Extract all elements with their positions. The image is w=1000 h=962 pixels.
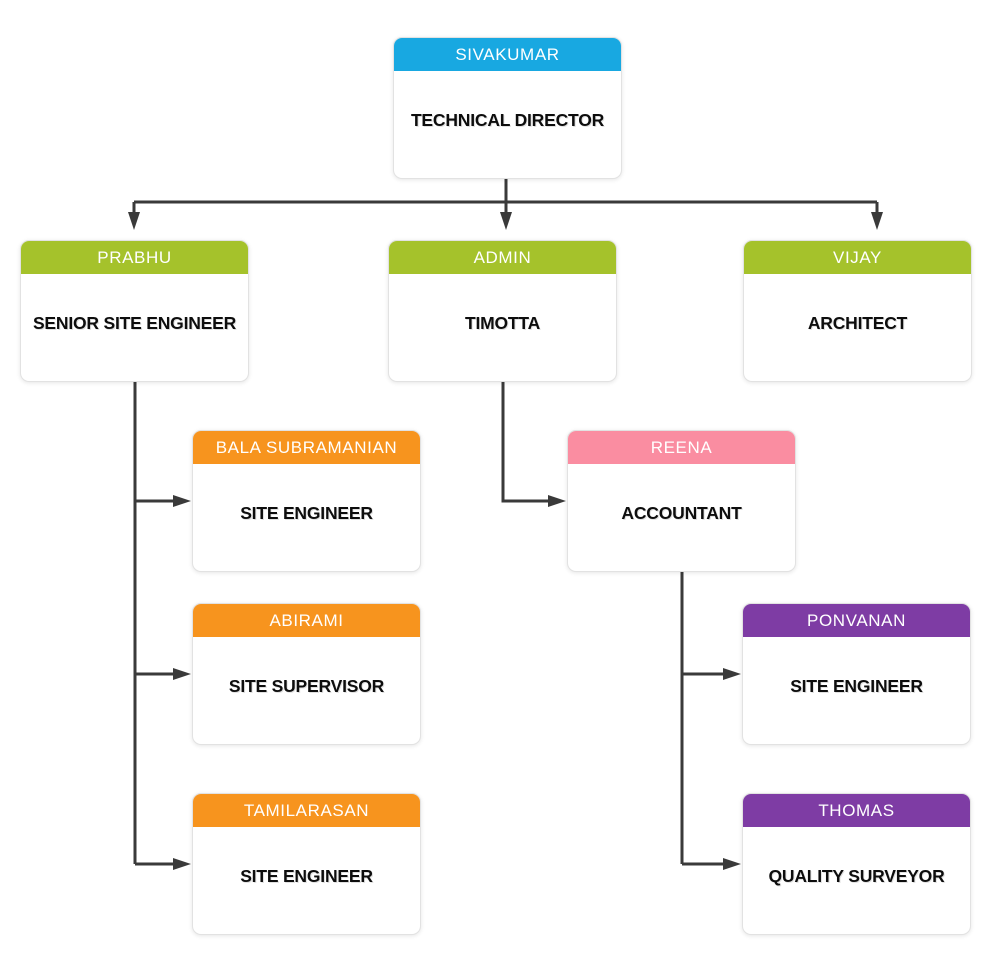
person-name: VIJAY xyxy=(833,247,882,267)
org-card-bala-subramanian: BALA SUBRAMANIAN SITE ENGINEER xyxy=(192,430,421,572)
org-card-sivakumar: SIVAKUMAR TECHNICAL DIRECTOR xyxy=(393,37,622,179)
person-name: ABIRAMI xyxy=(269,610,344,630)
org-card-body: SITE ENGINEER xyxy=(193,464,420,571)
arrow-right-reena-icon xyxy=(548,495,566,507)
person-name: PONVANAN xyxy=(807,610,906,630)
connector-lines xyxy=(132,179,879,866)
arrow-down-admin-icon xyxy=(500,212,512,230)
org-card-header: ADMIN xyxy=(389,241,616,274)
person-title: SITE SUPERVISOR xyxy=(228,676,385,696)
person-title: TIMOTTA xyxy=(464,313,541,333)
org-card-abirami: ABIRAMI SITE SUPERVISOR xyxy=(192,603,421,745)
org-card-header: SIVAKUMAR xyxy=(394,38,621,71)
org-card-header: PRABHU xyxy=(21,241,248,274)
arrow-down-vijay-icon xyxy=(871,212,883,230)
org-card-header: THOMAS xyxy=(743,794,970,827)
org-card-prabhu: PRABHU SENIOR SITE ENGINEER xyxy=(20,240,249,382)
arrow-right-thomas-icon xyxy=(723,858,741,870)
person-title: ACCOUNTANT xyxy=(621,503,742,523)
org-card-body: TECHNICAL DIRECTOR xyxy=(394,71,621,178)
arrow-right-tamilarasan-icon xyxy=(173,858,191,870)
person-title: ARCHITECT xyxy=(807,313,908,333)
org-card-ponvanan: PONVANAN SITE ENGINEER xyxy=(742,603,971,745)
org-card-tamilarasan: TAMILARASAN SITE ENGINEER xyxy=(192,793,421,935)
person-title: SITE ENGINEER xyxy=(240,503,373,523)
person-name: BALA SUBRAMANIAN xyxy=(215,437,398,457)
org-card-body: QUALITY SURVEYOR xyxy=(743,827,970,934)
org-card-body: SENIOR SITE ENGINEER xyxy=(21,274,248,381)
arrow-right-ponvanan-icon xyxy=(723,668,741,680)
org-card-body: SITE SUPERVISOR xyxy=(193,637,420,744)
person-title: SITE ENGINEER xyxy=(790,676,923,696)
person-name: THOMAS xyxy=(818,800,895,820)
person-name: REENA xyxy=(650,437,713,457)
person-name: TAMILARASAN xyxy=(243,800,370,820)
org-card-body: SITE ENGINEER xyxy=(743,637,970,744)
person-title: QUALITY SURVEYOR xyxy=(768,866,945,886)
arrow-down-prabhu-icon xyxy=(128,212,140,230)
org-card-vijay: VIJAY ARCHITECT xyxy=(743,240,972,382)
person-name: SIVAKUMAR xyxy=(455,44,560,64)
org-card-header: BALA SUBRAMANIAN xyxy=(193,431,420,464)
org-card-body: TIMOTTA xyxy=(389,274,616,381)
person-title: SITE ENGINEER xyxy=(240,866,373,886)
arrow-right-abirami-icon xyxy=(173,668,191,680)
org-card-header: ABIRAMI xyxy=(193,604,420,637)
org-card-header: VIJAY xyxy=(744,241,971,274)
org-card-admin: ADMIN TIMOTTA xyxy=(388,240,617,382)
arrow-right-bala-icon xyxy=(173,495,191,507)
org-card-header: REENA xyxy=(568,431,795,464)
org-card-header: PONVANAN xyxy=(743,604,970,637)
person-title: TECHNICAL DIRECTOR xyxy=(410,110,605,130)
org-card-body: ARCHITECT xyxy=(744,274,971,381)
org-card-thomas: THOMAS QUALITY SURVEYOR xyxy=(742,793,971,935)
org-card-reena: REENA ACCOUNTANT xyxy=(567,430,796,572)
person-name: ADMIN xyxy=(473,247,532,267)
org-card-body: SITE ENGINEER xyxy=(193,827,420,934)
person-name: PRABHU xyxy=(97,247,172,267)
org-card-body: ACCOUNTANT xyxy=(568,464,795,571)
connector-to-reena xyxy=(501,382,549,503)
org-card-header: TAMILARASAN xyxy=(193,794,420,827)
person-title: SENIOR SITE ENGINEER xyxy=(32,313,237,333)
connector-arrowheads xyxy=(128,212,883,870)
